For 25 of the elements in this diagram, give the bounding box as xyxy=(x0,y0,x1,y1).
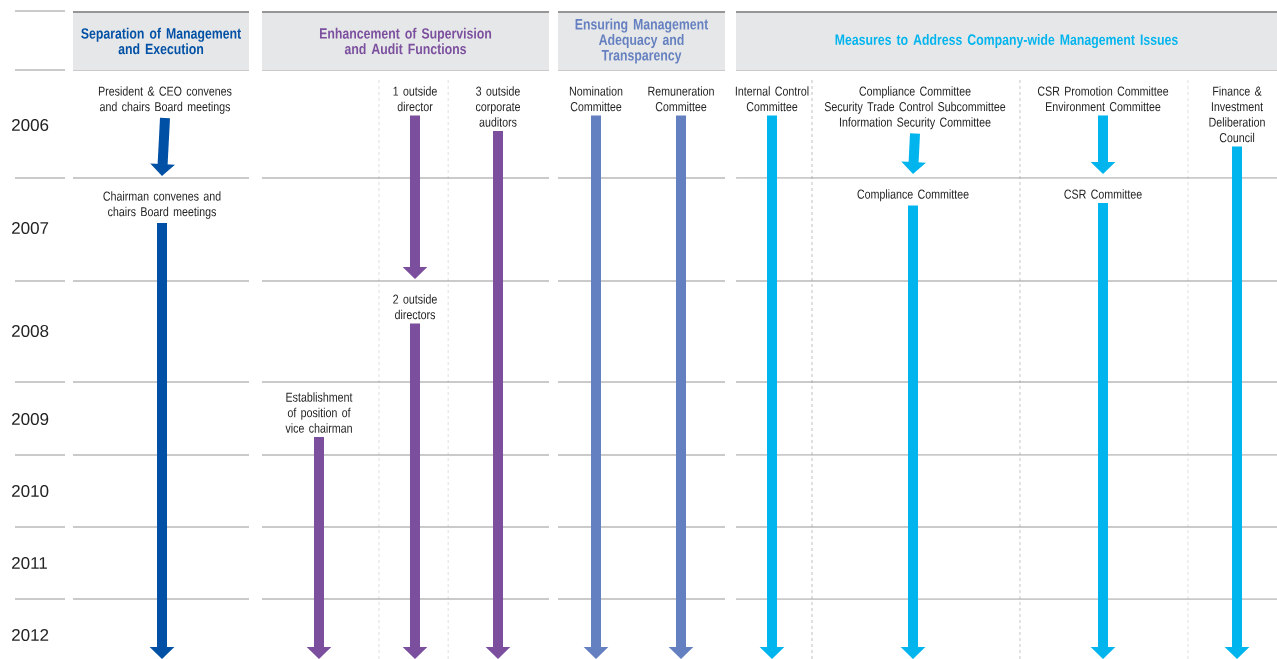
event-text: Finance & Investment Deliberation Council xyxy=(1209,86,1265,143)
event-text: Establishment of position of vice chairman xyxy=(285,392,353,433)
event-text: Chairman convenes and chairs Board meetings xyxy=(103,191,221,219)
year-label: 2009 xyxy=(12,413,49,426)
header-band: Separation of Management and Execution xyxy=(72,11,250,70)
header-band: Enhancement of Supervision and Audit Functions xyxy=(261,11,550,70)
event-text: CSR Committee xyxy=(1064,189,1142,199)
event-text: CSR Promotion Committee Environment Committee xyxy=(1037,86,1169,112)
year-label: 2010 xyxy=(12,485,49,498)
event-text: Nomination Committee xyxy=(569,86,623,112)
year-label: 2008 xyxy=(12,325,49,338)
event-text: 3 outside corporate auditors xyxy=(475,86,521,127)
event-text: Internal Control Committee xyxy=(735,86,809,112)
year-label: 2006 xyxy=(12,119,49,132)
year-label: 2007 xyxy=(12,222,49,235)
event-text: President & CEO convenes and chairs Board meetings xyxy=(98,86,232,114)
event-text: 1 outside director xyxy=(393,86,437,112)
event-text: Compliance Committee xyxy=(857,189,969,202)
event-text: Remuneration Committee xyxy=(648,86,714,112)
year-label: 2011 xyxy=(12,557,47,570)
event-text: 2 outside directors xyxy=(393,294,437,320)
year-label: 2012 xyxy=(12,629,49,642)
event-text: Compliance Committee Security Trade Control Subcommittee Information Security Committee xyxy=(824,86,1006,130)
header-band: Measures to Address Company-wide Management Issues xyxy=(735,11,1277,70)
header-band: Ensuring Management Adequacy and Transparency xyxy=(557,11,726,70)
